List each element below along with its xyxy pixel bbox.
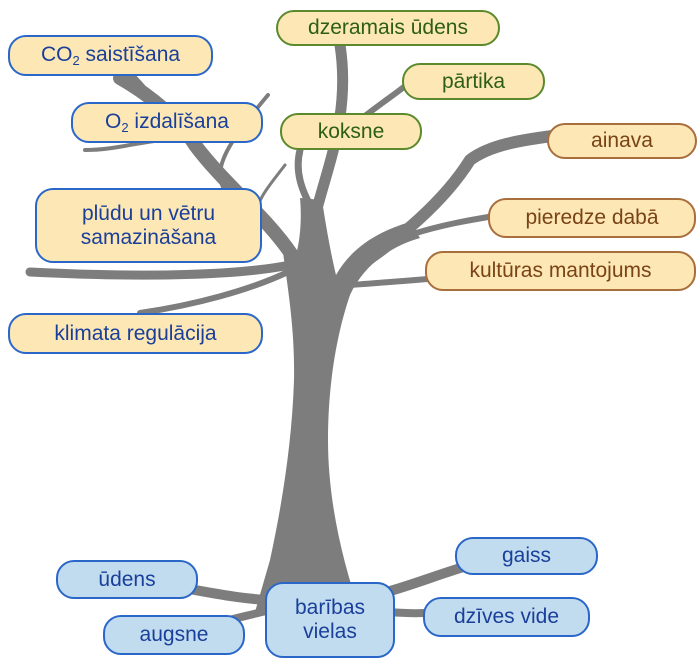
- climate-regulation-label: klimata regulācija: [8, 313, 263, 354]
- nutrients-label: barības vielas: [265, 582, 395, 658]
- landscape-label: ainava: [547, 123, 697, 159]
- tree-trunk: [255, 198, 420, 612]
- wood-label: koksne: [280, 113, 422, 150]
- habitat-label: dzīves vide: [423, 597, 590, 637]
- o2-release-label: O2 izdalīšana: [71, 102, 263, 143]
- branch-left-low: [137, 269, 291, 316]
- nature-experience-label: pieredze dabā: [488, 198, 696, 238]
- co2-sequestration-label: CO2 saistīšana: [8, 35, 213, 76]
- flood-storm-reduction-label: plūdu un vētru samazināšana: [35, 188, 262, 263]
- drinking-water-label: dzeramais ūdens: [276, 10, 500, 46]
- o2-text: O2 izdalīšana: [105, 109, 229, 135]
- cultural-heritage-label: kultūras mantojums: [425, 251, 696, 291]
- food-label: pārtika: [402, 63, 545, 100]
- air-label: gaiss: [455, 537, 598, 575]
- co2-text: CO2 saistīšana: [40, 42, 181, 68]
- soil-label: augsne: [103, 615, 245, 655]
- branch-left-mid: [25, 260, 295, 280]
- branch-right-main: [339, 129, 566, 281]
- water-label: ūdens: [56, 560, 198, 599]
- branch-center-wood: [294, 146, 320, 219]
